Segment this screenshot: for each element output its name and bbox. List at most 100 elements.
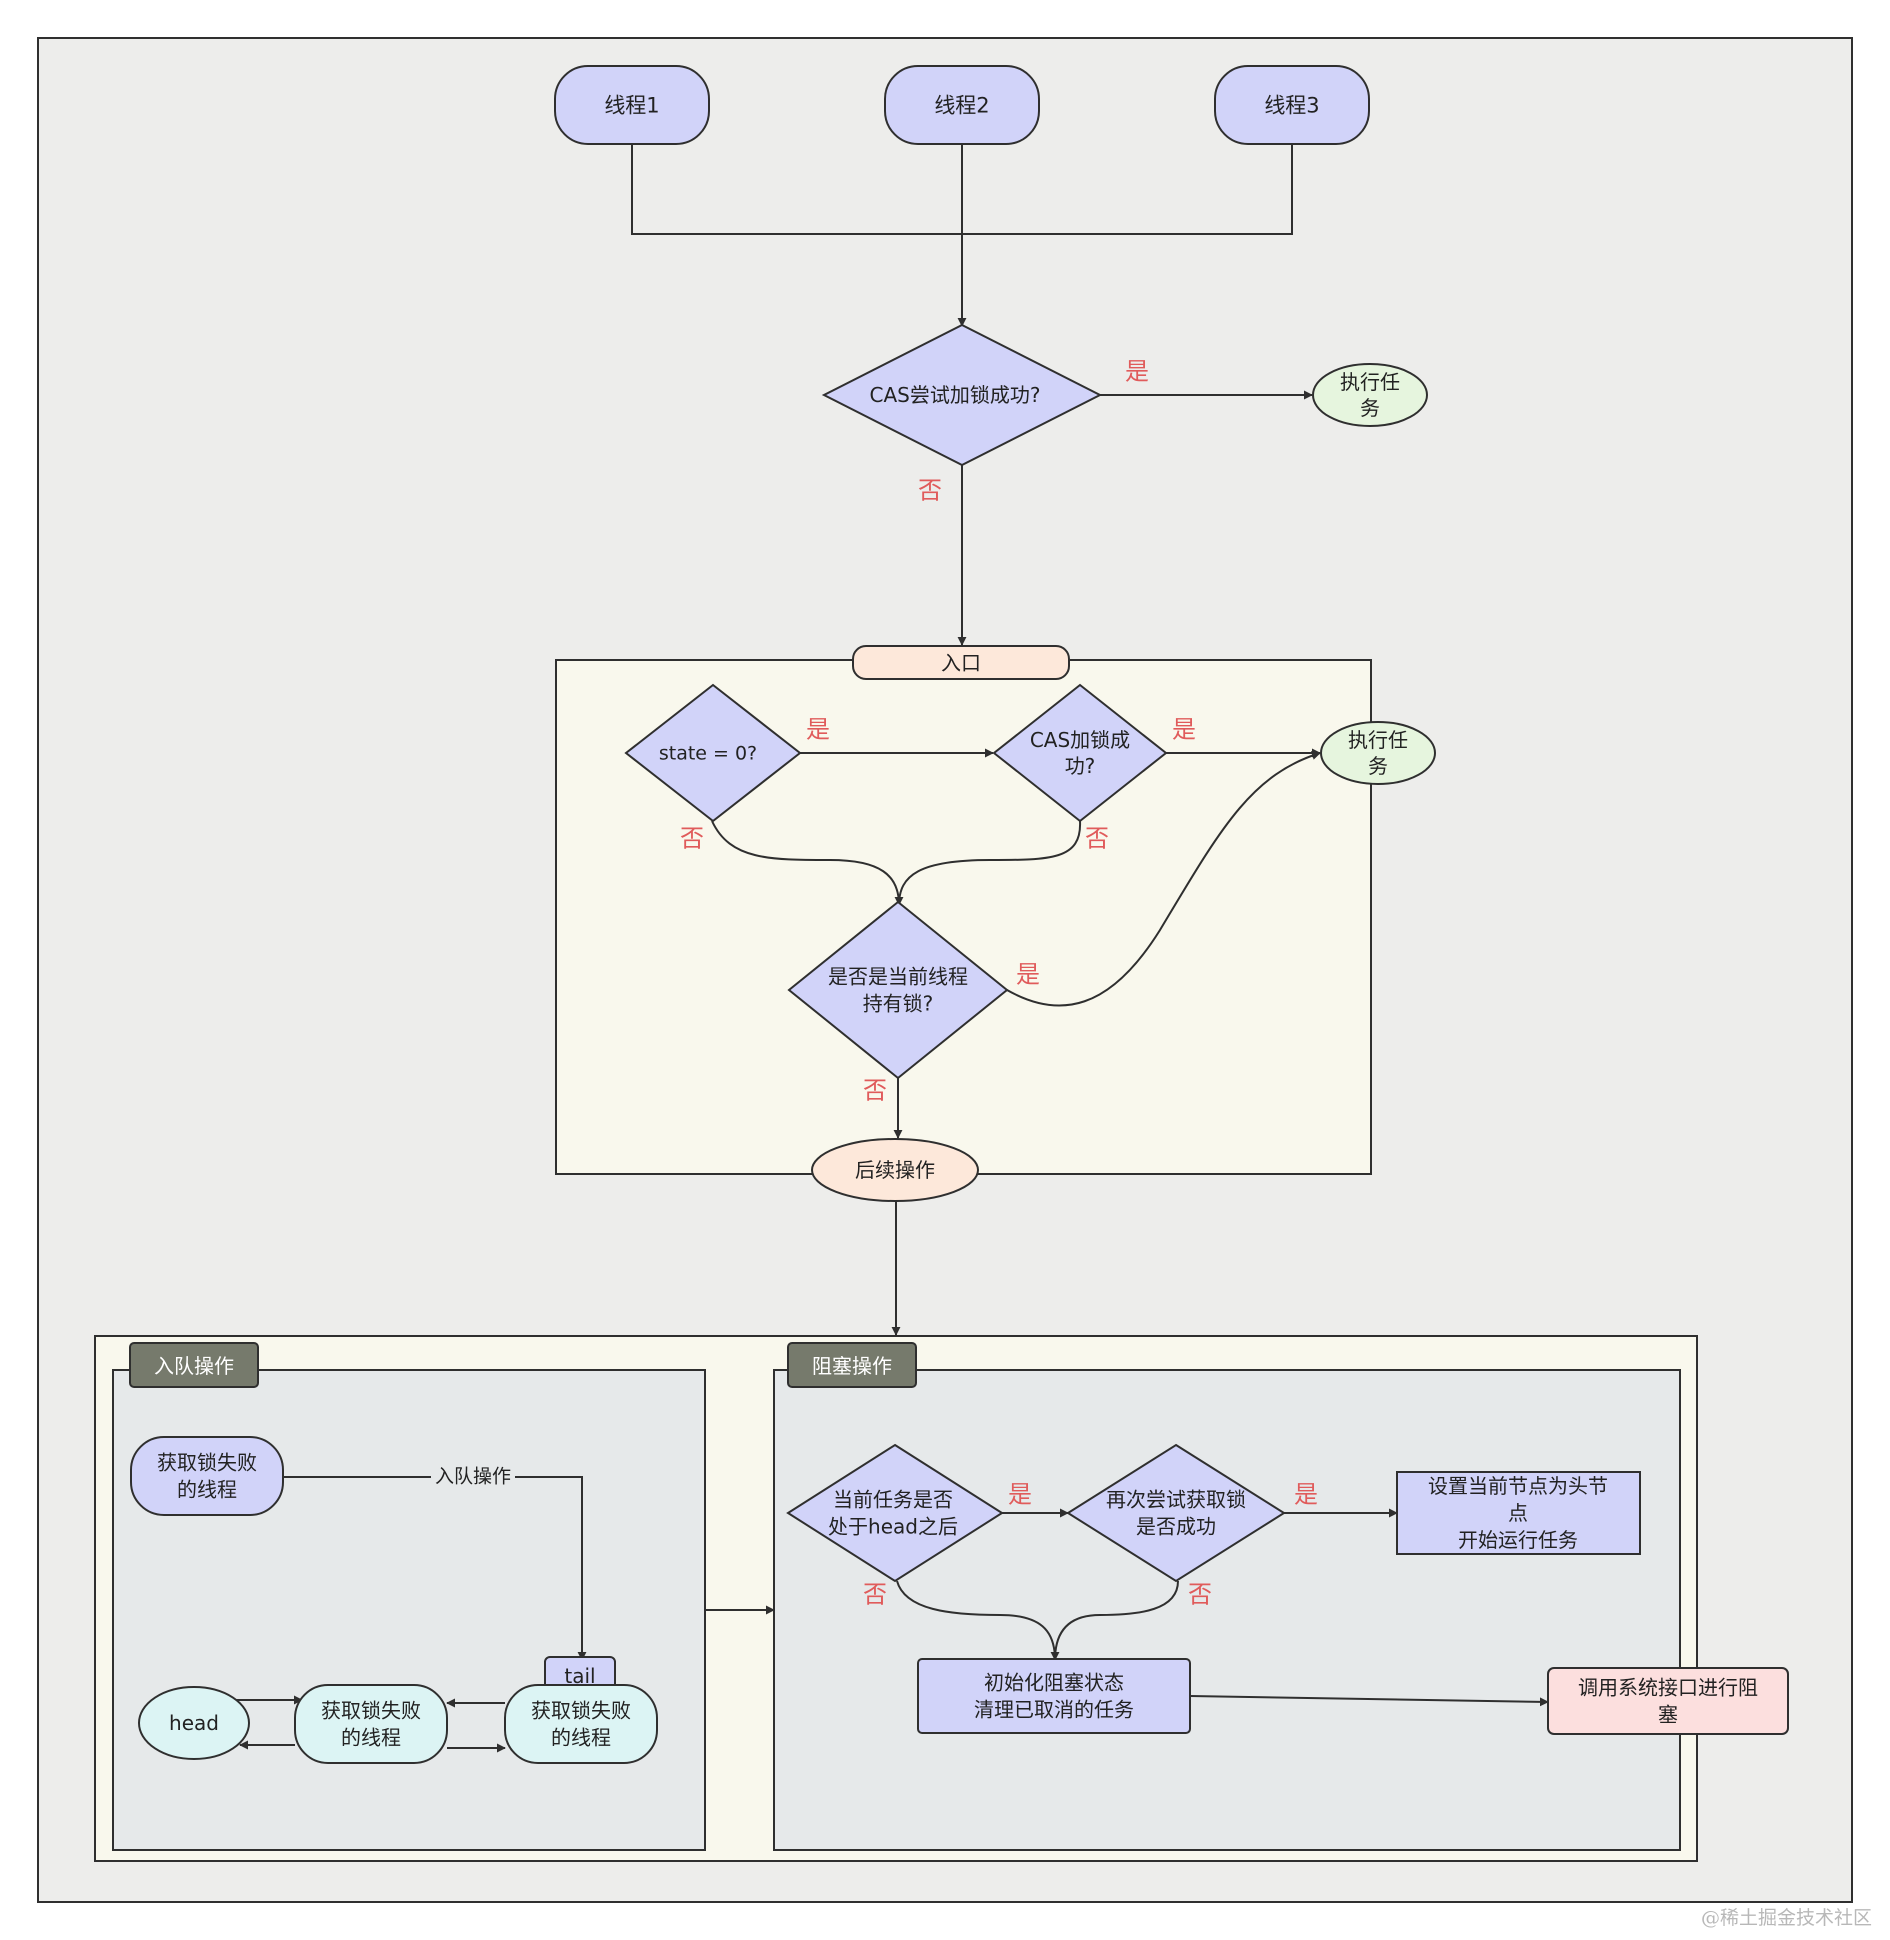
- cas-try-diamond: [821, 323, 1103, 467]
- state-yes-label: 是: [806, 715, 830, 743]
- after-head-yes-label: 是: [1008, 1480, 1032, 1508]
- retry-no-label: 否: [1188, 1580, 1212, 1608]
- after-head-no-label: 否: [863, 1580, 887, 1608]
- execute-task-entry-ellipse: [1320, 721, 1436, 785]
- blocking-title-tag: 阻塞操作: [787, 1342, 917, 1388]
- state-label: state = 0?: [659, 743, 757, 765]
- execute-task-top: 执行任务: [1312, 363, 1428, 427]
- failed-thread-node: 获取锁失败的线程: [130, 1436, 284, 1516]
- thread-2-label: 线程2: [934, 93, 989, 117]
- cas-lock-yes-label: 是: [1172, 715, 1196, 743]
- execute-task-entry: 执行任务: [1320, 721, 1436, 785]
- cas-lock-decision: CAS加锁成功?: [992, 683, 1168, 823]
- thread-3-label: 线程3: [1264, 93, 1319, 117]
- enqueue-edge-label: 入队操作: [431, 1462, 515, 1490]
- enqueue-edge-label-bg: [431, 1462, 515, 1490]
- queue-node-2-label: 获取锁失败的线程: [531, 1699, 631, 1750]
- thread-3-node: 线程3: [1214, 65, 1370, 145]
- edge-enqueue-to-tail: [283, 1476, 587, 1661]
- bottom-panel: [94, 1335, 1698, 1862]
- cas-lock-yes-label: 是: [1172, 715, 1196, 743]
- cas-lock-label: CAS加锁成功?: [1030, 728, 1130, 778]
- queue-node-2: 获取锁失败的线程: [504, 1684, 658, 1764]
- edge-init-to-syscall: [1189, 1695, 1549, 1707]
- init-block-node: 初始化阻塞状态清理已取消的任务: [917, 1658, 1191, 1734]
- init-block-box: [917, 1658, 1191, 1734]
- retry-yes-label: 是: [1294, 1480, 1318, 1508]
- queue-node-2-box: [504, 1684, 658, 1764]
- enqueue-title-box: [129, 1342, 259, 1388]
- thread-2-box: [884, 65, 1040, 145]
- holder-yes-label: 是: [1016, 960, 1040, 988]
- cas-try-yes-label: 是: [1125, 357, 1149, 385]
- cas-try-no-label: 否: [918, 476, 942, 504]
- syscall-block-box: [1547, 1667, 1789, 1735]
- after-head-yes-label: 是: [1008, 1480, 1032, 1508]
- syscall-block-label: 调用系统接口进行阻塞: [1578, 1676, 1758, 1727]
- enqueue-title-tag: 入队操作: [129, 1342, 259, 1388]
- edge-after-head-no: [896, 1580, 1060, 1661]
- failed-thread-box: [130, 1436, 284, 1516]
- syscall-block-node: 调用系统接口进行阻塞: [1547, 1667, 1789, 1735]
- current-holder-diamond: [787, 900, 1009, 1080]
- cas-lock-diamond: [992, 683, 1168, 823]
- edge-holder-yes: [1006, 751, 1321, 1007]
- state-diamond: [624, 683, 802, 823]
- after-head-decision: 当前任务是否处于head之后: [786, 1443, 1004, 1583]
- init-block-label: 初始化阻塞状态清理已取消的任务: [974, 1671, 1134, 1722]
- head-ellipse: [138, 1686, 250, 1760]
- thread-2-node: 线程2: [884, 65, 1040, 145]
- enqueue-edge-label-text: 入队操作: [435, 1466, 511, 1488]
- cas-try-decision: CAS尝试加锁成功?: [821, 323, 1103, 467]
- thread-1-box: [554, 65, 710, 145]
- state-no-label: 否: [680, 824, 704, 852]
- after-head-diamond: [786, 1443, 1004, 1583]
- thread-3-box: [1214, 65, 1370, 145]
- cas-lock-no-label: 否: [1085, 824, 1109, 852]
- edge-state-no: [711, 820, 904, 906]
- blocking-title-label: 阻塞操作: [812, 1354, 892, 1378]
- thread-1-label: 线程1: [604, 93, 659, 117]
- holder-no-label: 否: [863, 1076, 887, 1104]
- followup-node: 后续操作: [811, 1138, 979, 1202]
- queue-node-1: 获取锁失败的线程: [294, 1684, 448, 1764]
- execute-task-entry-label: 执行任务: [1348, 728, 1408, 778]
- current-holder-label: 是否是当前线程持有锁?: [828, 965, 968, 1016]
- head-label: head: [169, 1711, 219, 1735]
- retry-acquire-diamond: [1066, 1443, 1286, 1583]
- cas-try-label: CAS尝试加锁成功?: [870, 383, 1041, 407]
- queue-node-1-box: [294, 1684, 448, 1764]
- holder-no-label: 否: [863, 1076, 887, 1104]
- retry-acquire-decision: 再次尝试获取锁是否成功: [1066, 1443, 1286, 1583]
- set-head-box: [1396, 1471, 1641, 1555]
- followup-ellipse: [811, 1138, 979, 1202]
- thread-1-node: 线程1: [554, 65, 710, 145]
- head-node: head: [138, 1686, 250, 1760]
- retry-yes-label: 是: [1294, 1480, 1318, 1508]
- cas-try-yes-label: 是: [1125, 357, 1149, 385]
- cas-try-no-label: 否: [918, 476, 942, 504]
- current-holder-decision: 是否是当前线程持有锁?: [787, 900, 1009, 1080]
- blocking-group-box: [773, 1369, 1681, 1851]
- set-head-label: 设置当前节点为头节点开始运行任务: [1428, 1474, 1608, 1552]
- blocking-title-box: [787, 1342, 917, 1388]
- failed-thread-label: 获取锁失败的线程: [157, 1451, 257, 1502]
- after-head-label: 当前任务是否处于head之后: [828, 1488, 958, 1539]
- state-no-label: 否: [680, 824, 704, 852]
- enqueue-title-label: 入队操作: [154, 1354, 234, 1378]
- queue-node-1-label: 获取锁失败的线程: [321, 1699, 421, 1750]
- edge-retry-no: [1054, 1580, 1179, 1661]
- entry-title-tag: 入口: [852, 645, 1070, 680]
- set-head-node: 设置当前节点为头节点开始运行任务: [1396, 1471, 1641, 1555]
- retry-no-label: 否: [1188, 1580, 1212, 1608]
- holder-yes-label: 是: [1016, 960, 1040, 988]
- edge-cas-lock-no: [898, 820, 1082, 906]
- entry-title-box: [852, 645, 1070, 680]
- after-head-no-label: 否: [863, 1580, 887, 1608]
- retry-acquire-label: 再次尝试获取锁是否成功: [1106, 1488, 1246, 1539]
- entry-title-label: 入口: [941, 651, 981, 675]
- watermark: @稀土掘金技术社区: [1700, 1907, 1872, 1929]
- cas-lock-no-label: 否: [1085, 824, 1109, 852]
